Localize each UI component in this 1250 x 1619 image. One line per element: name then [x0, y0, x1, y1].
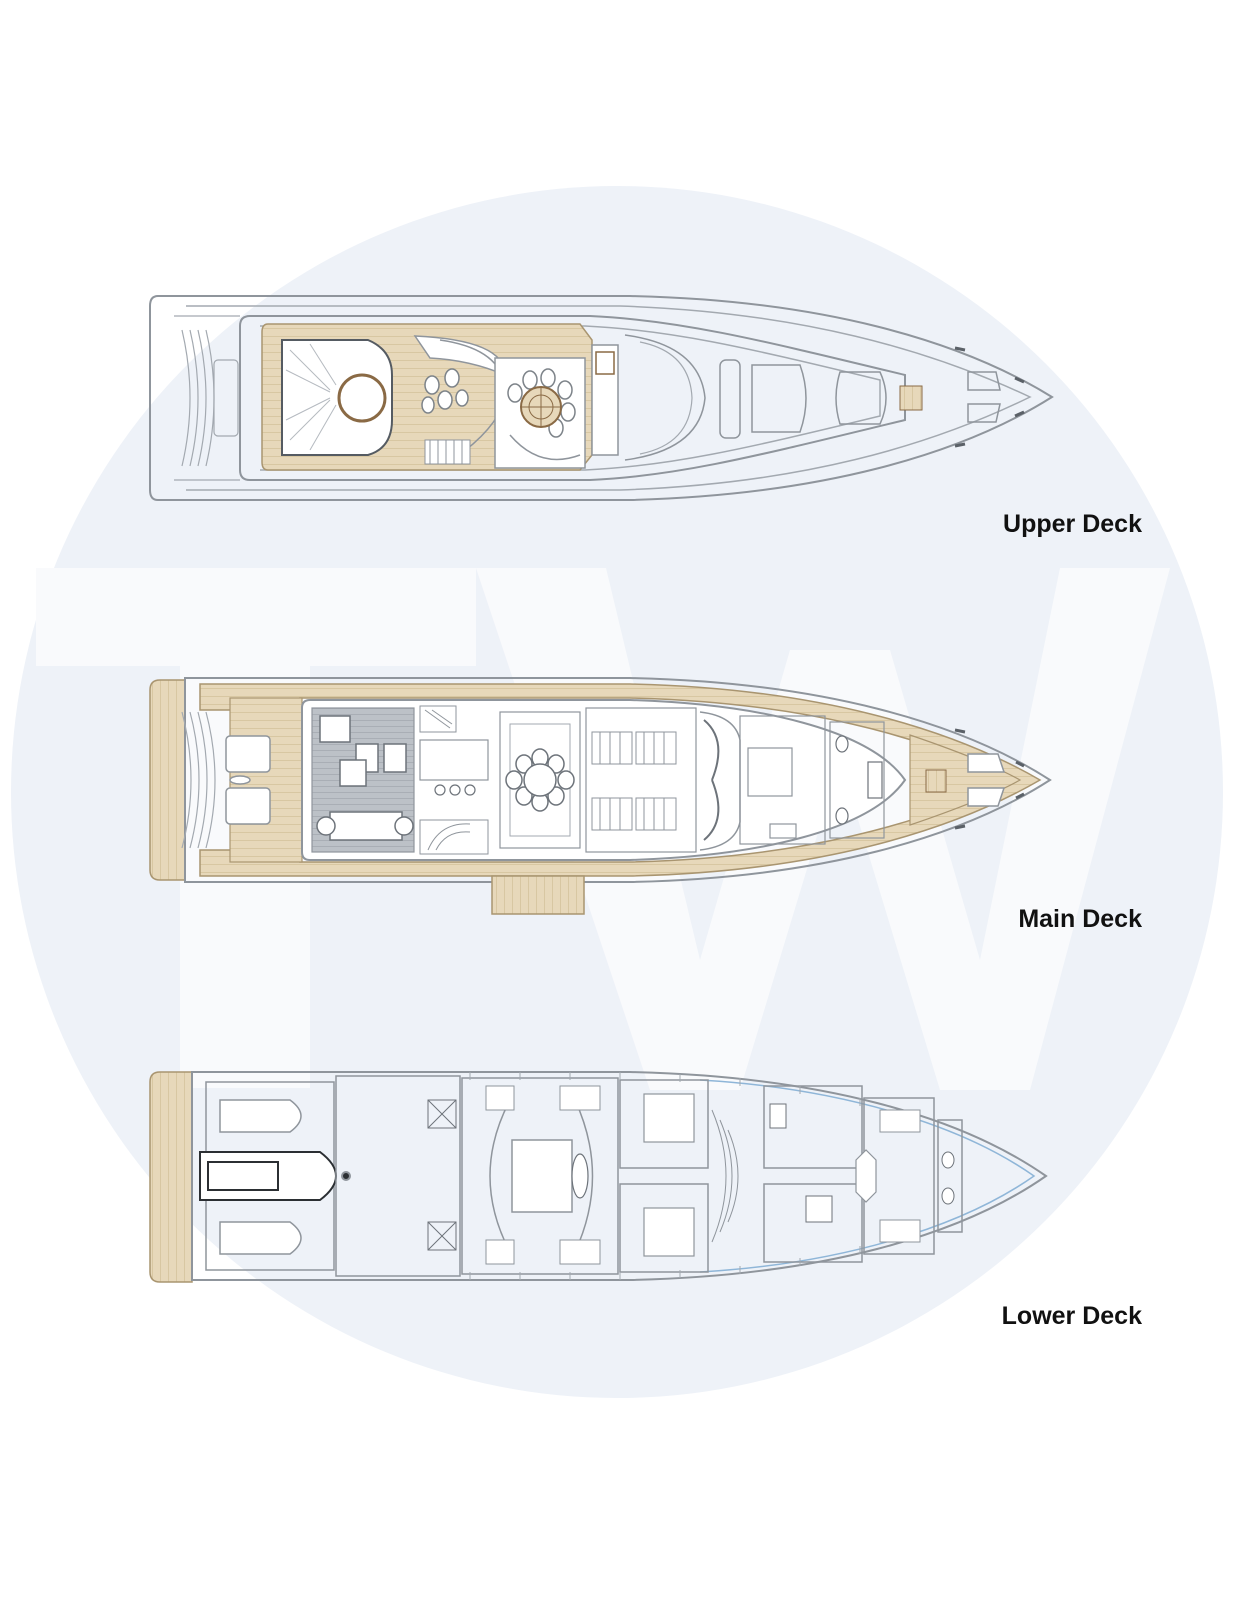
- upper-deck-plan: [149, 295, 1054, 501]
- upper-skylight-2: [751, 364, 807, 433]
- lower-deck-plan: [149, 1071, 1048, 1283]
- lower-jetski-2: [219, 1221, 302, 1255]
- lower-hull-waterline: [699, 1079, 1036, 1273]
- lower-spiral-stair: [711, 1109, 727, 1243]
- main-bar: [419, 739, 489, 781]
- upper-dining-table: [494, 357, 586, 469]
- lower-guest-cabin-2: [619, 1183, 709, 1273]
- upper-skylight-1: [719, 359, 741, 439]
- upper-spa-tub: [337, 373, 387, 423]
- main-boarding-platform: [491, 875, 585, 915]
- upper-spa-pool: [281, 339, 393, 456]
- main-deck-plan: [149, 677, 1052, 915]
- upper-hull-outline: [149, 295, 1054, 501]
- lower-master-cabin: [461, 1077, 619, 1275]
- main-forward-head: [829, 721, 885, 839]
- lower-jetski-1: [219, 1099, 302, 1133]
- upper-deck-label: Upper Deck: [1003, 510, 1142, 538]
- main-deck-label: Main Deck: [1018, 905, 1142, 933]
- lower-master-bed: [511, 1139, 573, 1213]
- main-galley: [585, 707, 697, 853]
- lower-engine-room: [335, 1075, 461, 1277]
- lower-hull-outline: [191, 1071, 1048, 1281]
- lower-deck-label: Lower Deck: [1001, 1302, 1142, 1330]
- upper-superstructure: [239, 315, 906, 481]
- lower-guest-cabin-4: [763, 1183, 863, 1263]
- upper-skylight-3: [835, 371, 887, 425]
- lower-forepeak: [937, 1119, 963, 1233]
- main-foredeck: [909, 734, 1022, 826]
- main-swim-platform: [149, 679, 186, 881]
- upper-hull-inner: [186, 305, 1032, 491]
- upper-windshield: [624, 334, 706, 461]
- main-hull-outline: [184, 677, 1052, 883]
- upper-anchor-windlass: [899, 385, 923, 411]
- main-aft-lounger-1: [225, 735, 271, 773]
- lower-guest-cabin-1: [619, 1079, 709, 1169]
- upper-superstructure-inner: [260, 325, 881, 471]
- main-dining-area: [499, 711, 581, 849]
- main-forward-cabin: [739, 715, 826, 845]
- lower-guest-cabin-3: [763, 1085, 863, 1169]
- main-aft-lounger-2: [225, 787, 271, 825]
- main-dining-table: [505, 748, 575, 812]
- lower-swim-platform: [149, 1071, 193, 1283]
- upper-stair: [424, 439, 471, 465]
